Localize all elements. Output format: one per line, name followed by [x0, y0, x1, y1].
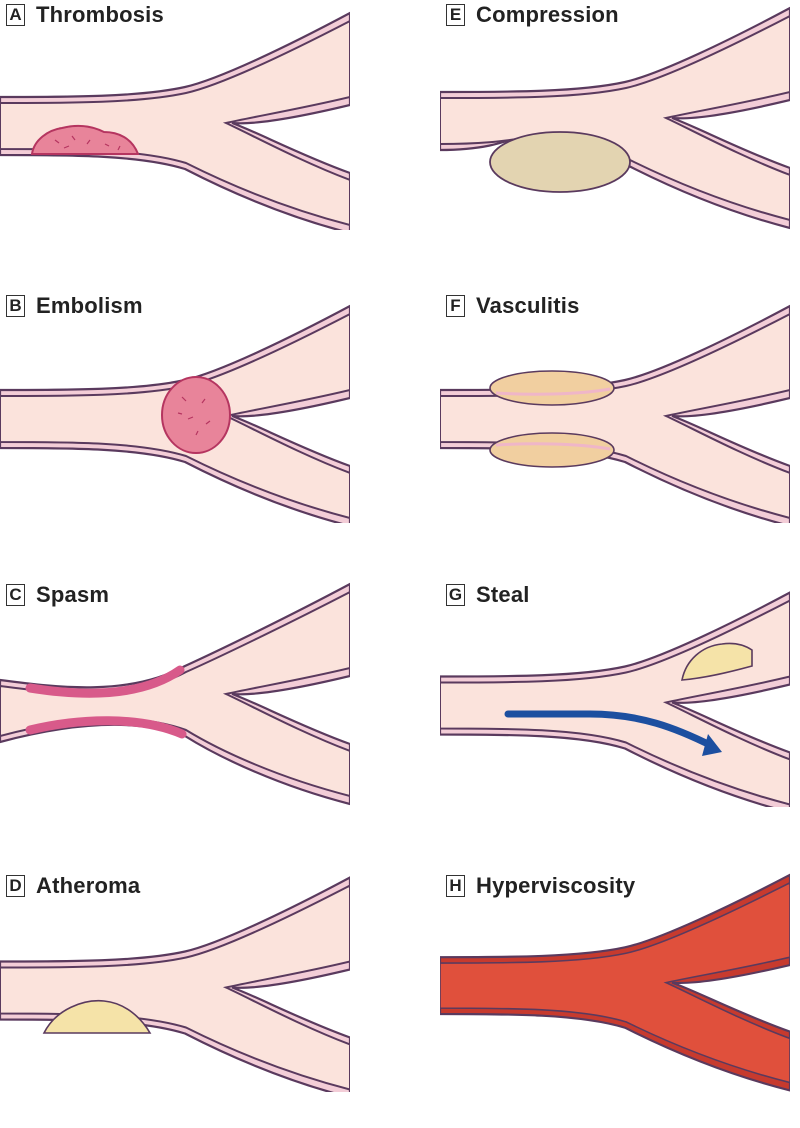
panel-compression: E Compression	[440, 0, 800, 273]
panel-title: Compression	[476, 2, 619, 27]
viscous-blood	[440, 881, 790, 1084]
panel-title: Vasculitis	[476, 293, 580, 318]
panel-steal: G Steal	[440, 570, 800, 843]
panel-letter: C	[6, 584, 25, 606]
panel-title: Atheroma	[36, 873, 141, 898]
inflamed-wall	[489, 370, 615, 406]
vessel-diagram	[440, 6, 790, 230]
panel-spasm: C Spasm	[0, 570, 400, 843]
panel-title: Spasm	[36, 582, 110, 607]
panel-hyperviscosity: H Hyperviscosity	[440, 855, 800, 1128]
embolus	[161, 376, 231, 454]
panel-letter: F	[446, 295, 465, 317]
panel-embolism: B Embolism	[0, 285, 400, 558]
thrombus	[30, 124, 140, 155]
vessel-diagram	[440, 873, 790, 1092]
panel-vasculitis: F Vasculitis	[440, 285, 800, 558]
vessel-diagram	[0, 582, 350, 806]
branch-stenosis	[681, 642, 753, 681]
vessel-diagram	[440, 304, 790, 523]
compressing-mass	[489, 131, 631, 193]
constricted-wall	[25, 716, 187, 739]
vessel-diagram	[0, 304, 350, 523]
inflamed-wall	[489, 432, 615, 468]
panel-title: Steal	[476, 582, 530, 607]
vessel-diagram	[0, 11, 350, 230]
panel-letter: H	[446, 875, 465, 897]
panel-letter: B	[6, 295, 25, 317]
panel-title: Embolism	[36, 293, 143, 318]
panel-atheroma: D Atheroma	[0, 855, 400, 1128]
panel-letter: G	[446, 584, 465, 606]
constricted-wall	[25, 665, 185, 698]
vessel-diagram	[0, 876, 350, 1092]
panel-letter: E	[446, 4, 465, 26]
panel-title: Hyperviscosity	[476, 873, 636, 898]
panel-title: Thrombosis	[36, 2, 164, 27]
panel-thrombosis: A Thrombosis	[0, 0, 400, 273]
panel-letter: A	[6, 4, 25, 26]
vessel-diagram	[440, 591, 790, 807]
panel-letter: D	[6, 875, 25, 897]
steal-flow-arrow	[504, 710, 716, 750]
atheroma-plaque	[42, 999, 152, 1034]
steal-flow-arrowhead	[702, 734, 722, 756]
